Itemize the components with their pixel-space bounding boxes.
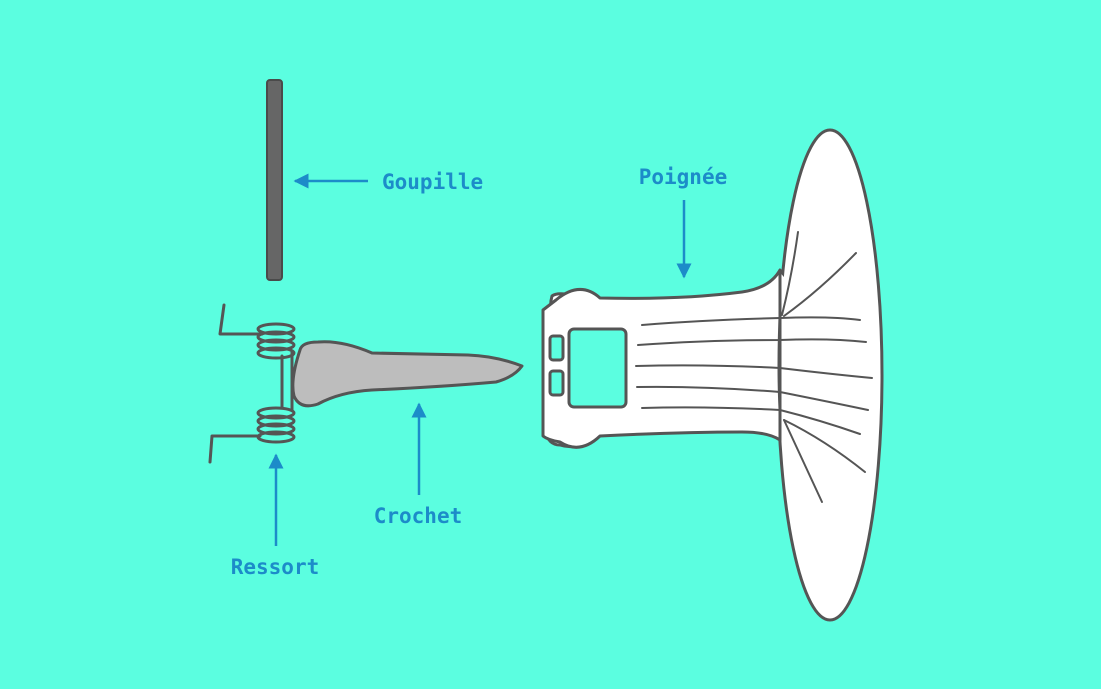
handle-shape xyxy=(541,128,884,622)
hook-label: Crochet xyxy=(374,504,463,528)
spring-shape xyxy=(208,303,296,464)
pin-label: Goupille xyxy=(382,170,483,194)
handle-label: Poignée xyxy=(639,165,728,189)
hook-shape xyxy=(291,340,524,408)
pin-shape xyxy=(266,79,283,281)
spring-label: Ressort xyxy=(231,555,320,579)
